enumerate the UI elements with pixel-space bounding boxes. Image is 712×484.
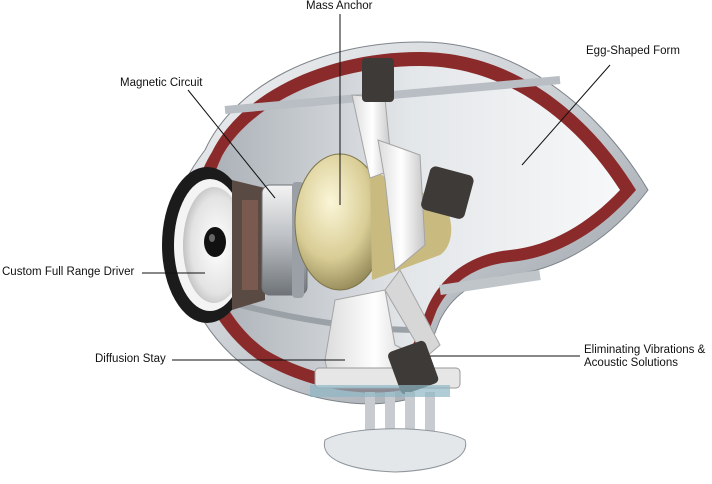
eliminating-vibrations-line2: Acoustic Solutions (584, 357, 678, 369)
felt-pad-top (362, 58, 394, 102)
leader-magnetic-circuit (187, 89, 276, 199)
felt-pad-bottom (388, 340, 439, 395)
leader-lines (142, 14, 611, 361)
speaker-base (310, 385, 467, 473)
magnetic-circuit-label: Magnetic Circuit (120, 77, 203, 89)
diffusion-stay-structure (314, 58, 474, 395)
eliminating-vibrations-line1: Eliminating Vibrations & (584, 344, 706, 356)
leader-egg-shaped-form (521, 64, 611, 166)
egg-shaped-form-label: Egg-Shaped Form (586, 45, 680, 57)
full-range-driver (162, 167, 265, 323)
felt-pad-right (421, 166, 474, 219)
custom-full-range-driver-label: Custom Full Range Driver (2, 266, 135, 278)
mass-anchor-label: Mass Anchor (306, 0, 373, 12)
diffusion-stay-label: Diffusion Stay (95, 353, 166, 365)
eliminating-vibrations-label: Eliminating Vibrations & Acoustic Soluti… (584, 344, 705, 370)
